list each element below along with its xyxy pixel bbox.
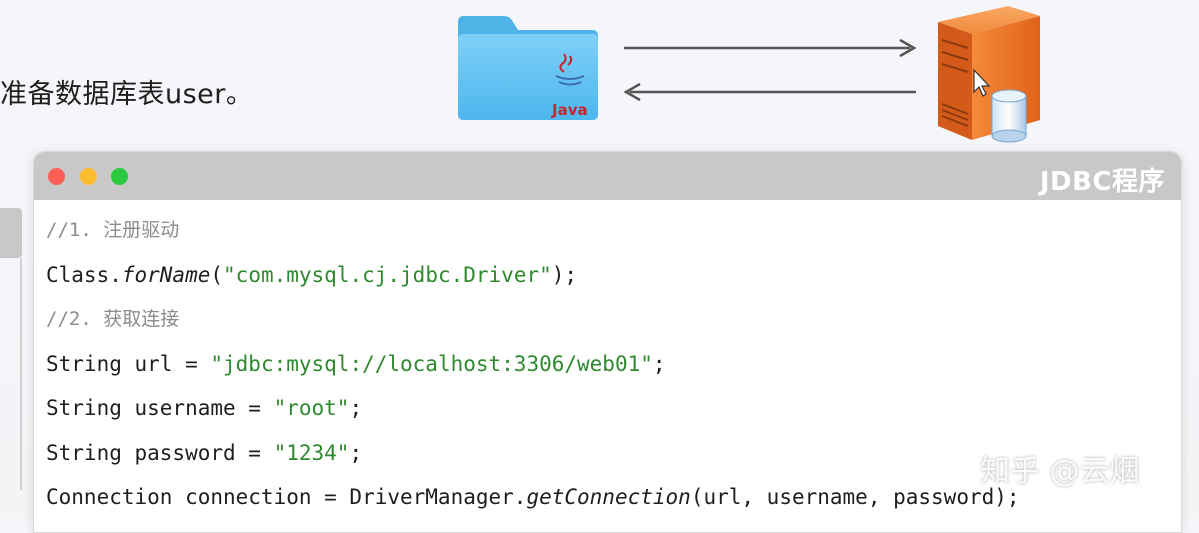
code-string: "root" xyxy=(273,396,350,420)
java-label: Java xyxy=(552,101,588,119)
code-comment-get-connection: //2. 获取连接 xyxy=(46,308,180,330)
code-block: //1. 注册驱动 Class.forName("com.mysql.cj.jd… xyxy=(34,200,1181,520)
code-string: "jdbc:mysql://localhost:3306/web01" xyxy=(210,351,653,376)
code-token: Class. xyxy=(46,262,122,287)
code-token: ; xyxy=(349,396,363,420)
code-line-connection: Connection connection = DriverManager.ge… xyxy=(46,475,1181,520)
code-line-url: String url = "jdbc:mysql://localhost:330… xyxy=(46,342,1181,387)
code-line-forname: Class.forName("com.mysql.cj.jdbc.Driver"… xyxy=(46,253,1181,298)
code-method: getConnection xyxy=(526,485,691,509)
watermark: 知乎 @云烟 xyxy=(980,454,1140,489)
code-window: JDBC程序 //1. 注册驱动 Class.forName("com.mysq… xyxy=(33,151,1182,533)
code-token: String username = xyxy=(46,396,274,420)
intro-text: 准备数据库表user。 xyxy=(0,79,254,110)
code-token: (url, username, password); xyxy=(690,485,1020,509)
code-line-username: String username = "root"; xyxy=(46,386,1181,431)
close-dot[interactable] xyxy=(48,168,65,185)
data-flow-arrows xyxy=(618,34,924,106)
code-comment-register-driver: //1. 注册驱动 xyxy=(46,219,180,241)
code-string: "com.mysql.cj.jdbc.Driver" xyxy=(223,262,552,287)
database-server-icon xyxy=(928,0,1046,144)
code-token: ); xyxy=(551,262,578,287)
minimize-dot[interactable] xyxy=(80,168,97,185)
window-title: JDBC程序 xyxy=(1039,167,1165,197)
side-panel-tab xyxy=(0,208,22,258)
code-string: "1234" xyxy=(273,440,350,465)
code-token: Connection connection = DriverManager. xyxy=(46,485,527,509)
code-token: ; xyxy=(349,440,363,465)
code-method: forName xyxy=(121,262,211,287)
code-token: String password = xyxy=(46,440,274,465)
side-panel-border xyxy=(20,258,22,490)
code-token: ( xyxy=(210,262,224,287)
java-folder-icon: Java xyxy=(456,14,600,122)
window-titlebar: JDBC程序 xyxy=(34,152,1181,200)
maximize-dot[interactable] xyxy=(111,168,128,185)
code-line-password: String password = "1234"; xyxy=(46,431,1181,476)
code-token: ; xyxy=(652,351,666,376)
code-token: String url = xyxy=(46,351,211,376)
